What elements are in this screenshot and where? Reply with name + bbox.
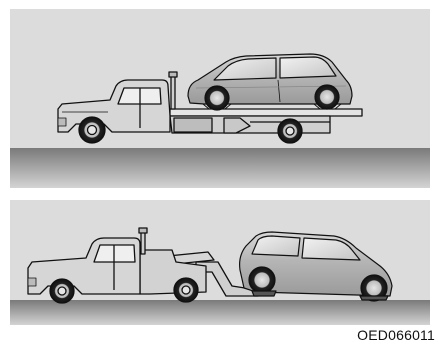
towing-dolly <box>360 296 388 300</box>
figure-code: OED066011 <box>357 327 435 343</box>
flatbed-panel <box>10 9 430 188</box>
wheel-lift-panel <box>10 200 430 325</box>
flatbed-toolbox <box>174 118 212 132</box>
car-front-wheel <box>205 86 229 110</box>
towed-car-windows <box>252 236 300 256</box>
flatbed-deck <box>170 109 362 116</box>
flatbed-exhaust-stack <box>171 76 175 109</box>
wheel-lift-cradle <box>252 291 276 296</box>
top-ground-strip <box>10 148 430 188</box>
towed-car-front-wheel <box>249 267 275 293</box>
car-rear-wheel <box>315 85 339 109</box>
tow-truck-exhaust-stack <box>141 232 145 254</box>
bottom-ground-strip <box>10 300 430 325</box>
